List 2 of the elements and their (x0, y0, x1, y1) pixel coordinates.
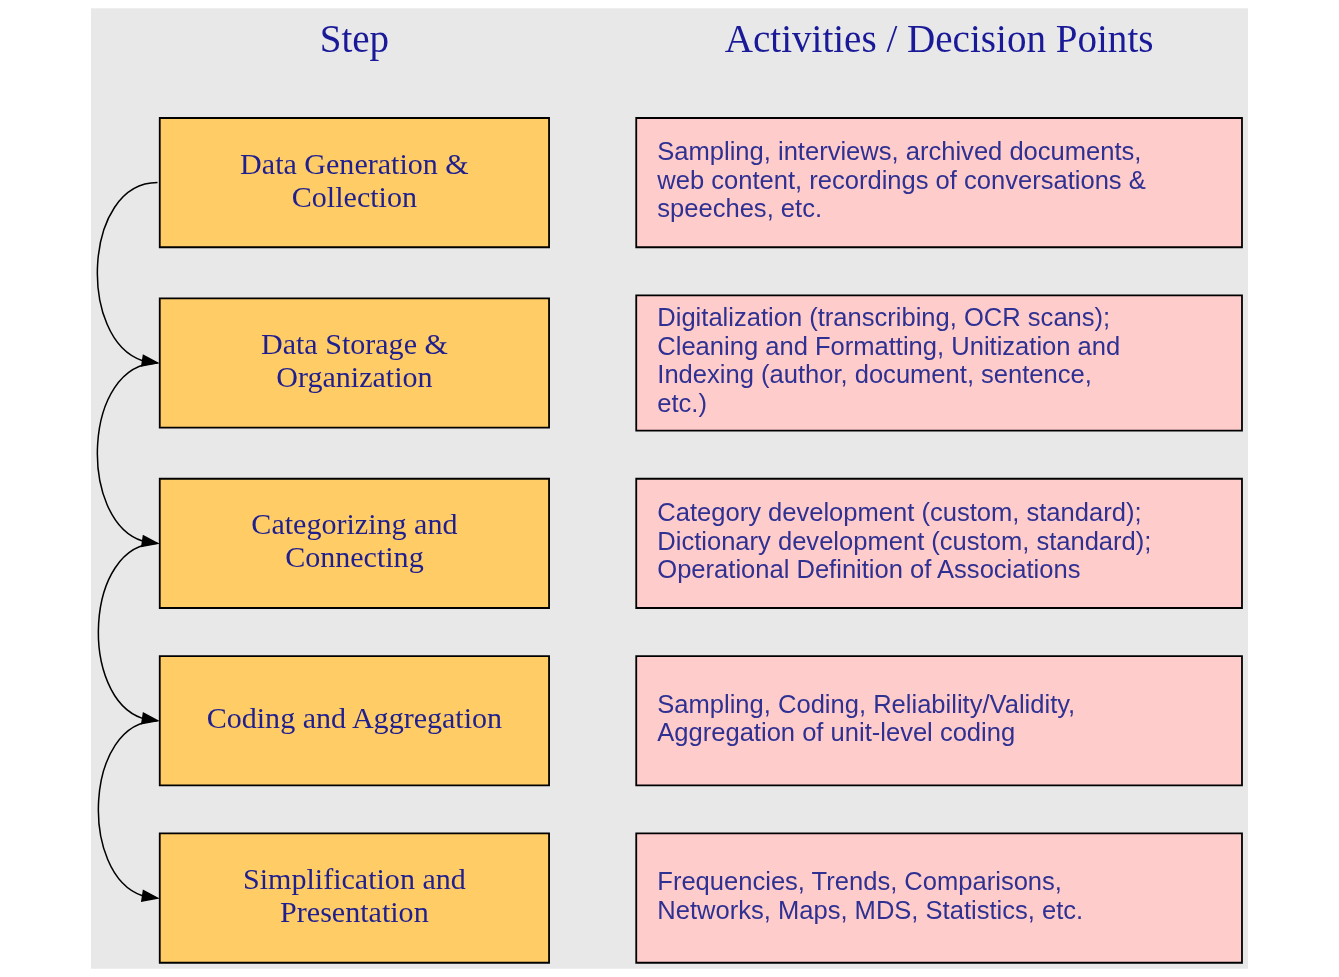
label: Activities / Decision Points (724, 16, 1154, 60)
label: Step (319, 16, 390, 60)
